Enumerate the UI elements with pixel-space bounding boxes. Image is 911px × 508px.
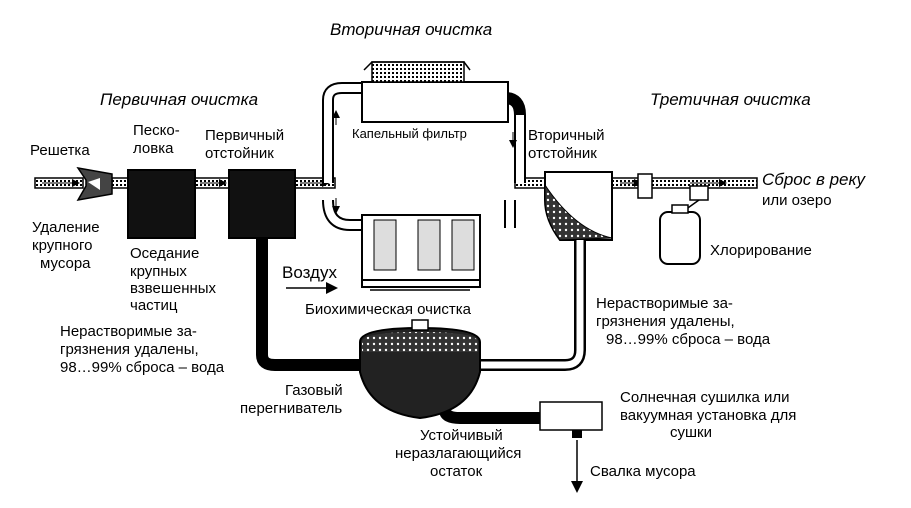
right-insoluble-note-1: Нерастворимые за- bbox=[596, 295, 733, 312]
digester-label-2: перегниватель bbox=[240, 400, 342, 417]
screen-note-1: Удаление bbox=[32, 219, 100, 236]
primary-settler-label-1: Первичный bbox=[205, 127, 284, 144]
left-insoluble-note-2: грязнения удалены, bbox=[60, 341, 199, 358]
left-insoluble-note-1: Нерастворимые за- bbox=[60, 323, 197, 340]
primary-settler bbox=[228, 169, 296, 239]
stage-tertiary-title: Третичная очистка bbox=[650, 90, 811, 109]
screen-label: Решетка bbox=[30, 142, 90, 159]
right-insoluble-note-2: грязнения удалены, bbox=[596, 313, 735, 330]
dryer-outlet bbox=[572, 430, 582, 438]
settling-note-1: Оседание bbox=[130, 245, 199, 262]
dryer-note-3: сушки bbox=[670, 424, 712, 441]
secondary-settler-label-2: отстойник bbox=[528, 145, 597, 162]
gas-digester bbox=[359, 319, 481, 420]
residue-note-3: остаток bbox=[430, 463, 483, 480]
settling-note-4: частиц bbox=[130, 297, 178, 314]
landfill-note: Свалка мусора bbox=[590, 463, 696, 480]
screen-note-2: крупного bbox=[32, 237, 92, 254]
secondary-settler bbox=[544, 171, 613, 241]
chlorination-unit bbox=[637, 173, 709, 265]
sludge-lines-inner bbox=[480, 240, 584, 369]
air-label: Воздух bbox=[282, 263, 337, 282]
trickling-filter bbox=[361, 61, 509, 123]
biochemical-label: Биохимическая очистка bbox=[305, 301, 472, 318]
stage-primary-title: Первичная очистка bbox=[100, 90, 258, 109]
settling-note-3: взвешенных bbox=[130, 280, 217, 297]
dryer-note-2: вакуумная установка для bbox=[620, 407, 796, 424]
discharge-note-2: или озеро bbox=[762, 192, 832, 209]
screen-note-3: мусора bbox=[40, 255, 91, 272]
stage-secondary-title: Вторичная очистка bbox=[330, 20, 492, 39]
dryer-note-1: Солнечная сушилка или bbox=[620, 389, 790, 406]
chlorination-label: Хлорирование bbox=[710, 242, 812, 259]
screen-unit bbox=[76, 166, 113, 202]
discharge-note-1: Сброс в реку bbox=[762, 170, 867, 189]
grit-label-1: Песко- bbox=[133, 122, 180, 139]
residue-note-2: неразлагающийся bbox=[395, 445, 521, 462]
settling-note-2: крупных bbox=[130, 263, 187, 280]
dryer-unit bbox=[539, 401, 603, 431]
right-insoluble-note-3: 98…99% сброса – вода bbox=[606, 331, 771, 348]
trickling-filter-label: Капельный фильтр bbox=[352, 126, 467, 141]
main-pipe bbox=[34, 177, 758, 189]
grit-label-2: ловка bbox=[133, 140, 174, 157]
residue-note-1: Устойчивый bbox=[420, 427, 503, 444]
left-insoluble-note-3: 98…99% сброса – вода bbox=[60, 359, 225, 376]
grit-chamber bbox=[127, 169, 196, 239]
aeration-tank bbox=[361, 214, 481, 291]
digester-label-1: Газовый bbox=[285, 382, 343, 399]
primary-settler-label-2: отстойник bbox=[205, 145, 274, 162]
secondary-settler-label-1: Вторичный bbox=[528, 127, 605, 144]
